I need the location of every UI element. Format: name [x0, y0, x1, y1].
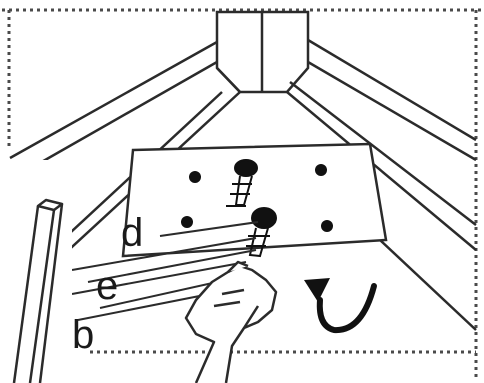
part-label-e: e — [96, 266, 118, 306]
hand-icon — [186, 262, 276, 383]
left-blank-area — [0, 160, 72, 383]
part-label-d: d — [121, 213, 143, 253]
rotation-arrow-icon — [304, 278, 374, 330]
part-label-b: b — [72, 315, 94, 355]
center-post — [217, 12, 308, 92]
